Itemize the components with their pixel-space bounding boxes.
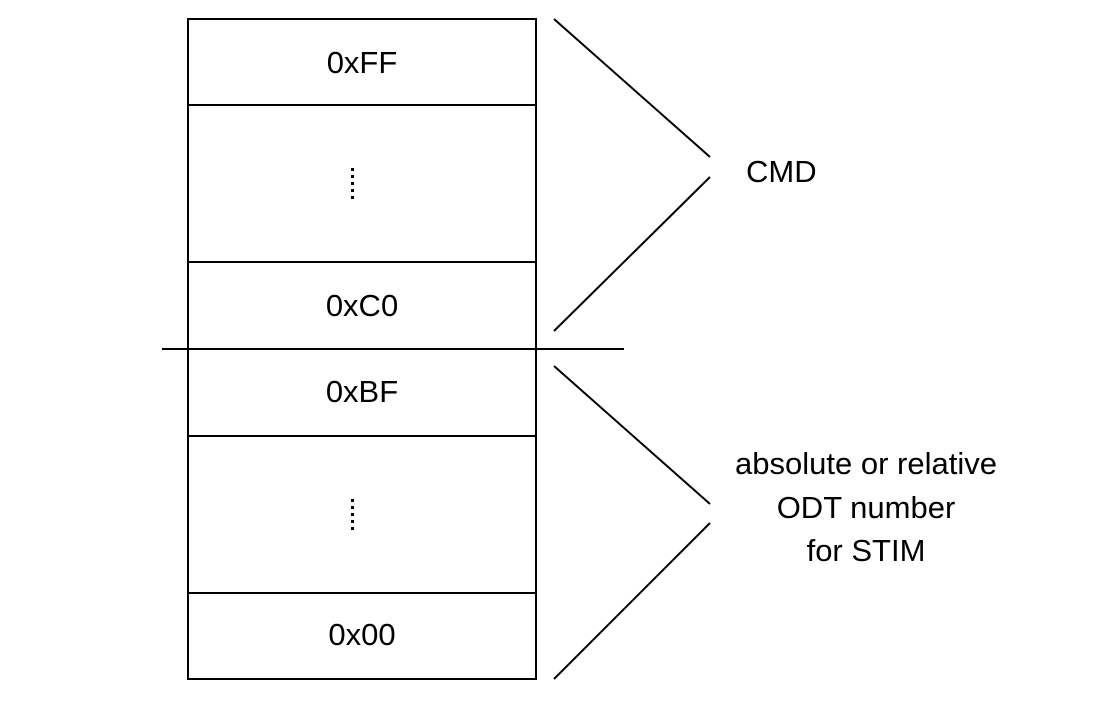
cell-ellipsis-upper	[187, 104, 537, 263]
vertical-ellipsis-lower	[351, 499, 354, 530]
cell-label-0xff: 0xFF	[327, 45, 398, 80]
cell-label-0xbf: 0xBF	[326, 374, 398, 409]
lower-range-label-line-1: absolute or relative	[735, 446, 997, 481]
upper-cell-stack	[187, 18, 537, 350]
upper-range-bracket	[553, 18, 711, 332]
cell-0xbf	[187, 348, 537, 437]
lower-range-bracket	[553, 365, 711, 680]
vertical-ellipsis-upper	[351, 168, 354, 199]
cell-label-0x00: 0x00	[328, 617, 395, 652]
cell-0xc0	[187, 261, 537, 350]
lower-range-label-line-3: for STIM	[807, 533, 926, 568]
lower-cell-stack	[187, 348, 537, 680]
lower-range-label-line-2: ODT number	[777, 490, 956, 525]
cell-0xff	[187, 18, 537, 106]
cell-label-0xc0: 0xC0	[326, 288, 398, 323]
cell-0x00	[187, 592, 537, 680]
upper-range-label: CMD	[746, 154, 817, 189]
cell-ellipsis-lower	[187, 435, 537, 594]
